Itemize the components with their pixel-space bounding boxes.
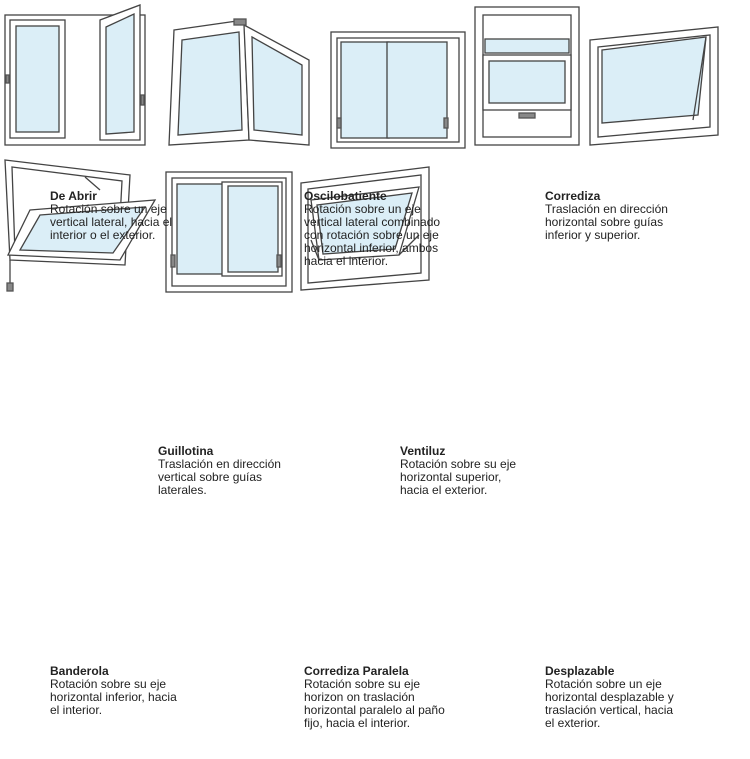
window-caption: Guillotina Traslación en dirección verti… xyxy=(158,445,348,497)
window-title: Corrediza Paralela xyxy=(304,664,409,678)
window-title: De Abrir xyxy=(50,189,97,203)
window-caption: Corrediza Paralela Rotación sobre su eje… xyxy=(304,665,494,730)
tilt-turn-window-illustration xyxy=(168,18,311,146)
window-caption: Corrediza Traslación en dirección horizo… xyxy=(545,190,735,242)
window-description: Traslación en dirección vertical sobre g… xyxy=(158,457,281,497)
window-description: Rotación sobre un eje horizontal desplaz… xyxy=(545,677,674,730)
parallel-sliding-window-illustration xyxy=(165,171,294,293)
window-description: Rotación sobre su eje horizon on traslac… xyxy=(304,677,445,730)
window-caption: De Abrir Rotación sobre un eje vertical … xyxy=(50,190,240,242)
window-caption: Banderola Rotación sobre su eje horizont… xyxy=(50,665,240,717)
sash-window-illustration xyxy=(474,6,581,146)
window-title: Banderola xyxy=(50,664,109,678)
projecting-window-illustration xyxy=(300,166,430,291)
casement-window-illustration xyxy=(4,4,146,146)
sliding-window-illustration xyxy=(330,31,466,149)
window-title: Desplazable xyxy=(545,664,615,678)
window-title: Oscilobatiente xyxy=(304,189,387,203)
window-description: Traslación en dirección horizontal sobre… xyxy=(545,202,668,242)
hopper-window-illustration xyxy=(4,159,157,292)
window-description: Rotación sobre un eje vertical lateral, … xyxy=(50,202,173,242)
window-title: Guillotina xyxy=(158,444,214,458)
window-title: Corrediza xyxy=(545,189,601,203)
window-title: Ventiluz xyxy=(400,444,446,458)
awning-window-illustration xyxy=(589,26,719,146)
window-caption: Oscilobatiente Rotación sobre un eje ver… xyxy=(304,190,494,268)
window-caption: Ventiluz Rotación sobre su eje horizonta… xyxy=(400,445,590,497)
window-description: Rotación sobre su eje horizontal inferio… xyxy=(50,677,177,717)
window-description: Rotación sobre un eje vertical lateral c… xyxy=(304,202,441,268)
window-description: Rotación sobre su eje horizontal superio… xyxy=(400,457,517,497)
window-caption: Desplazable Rotación sobre un eje horizo… xyxy=(545,665,735,730)
